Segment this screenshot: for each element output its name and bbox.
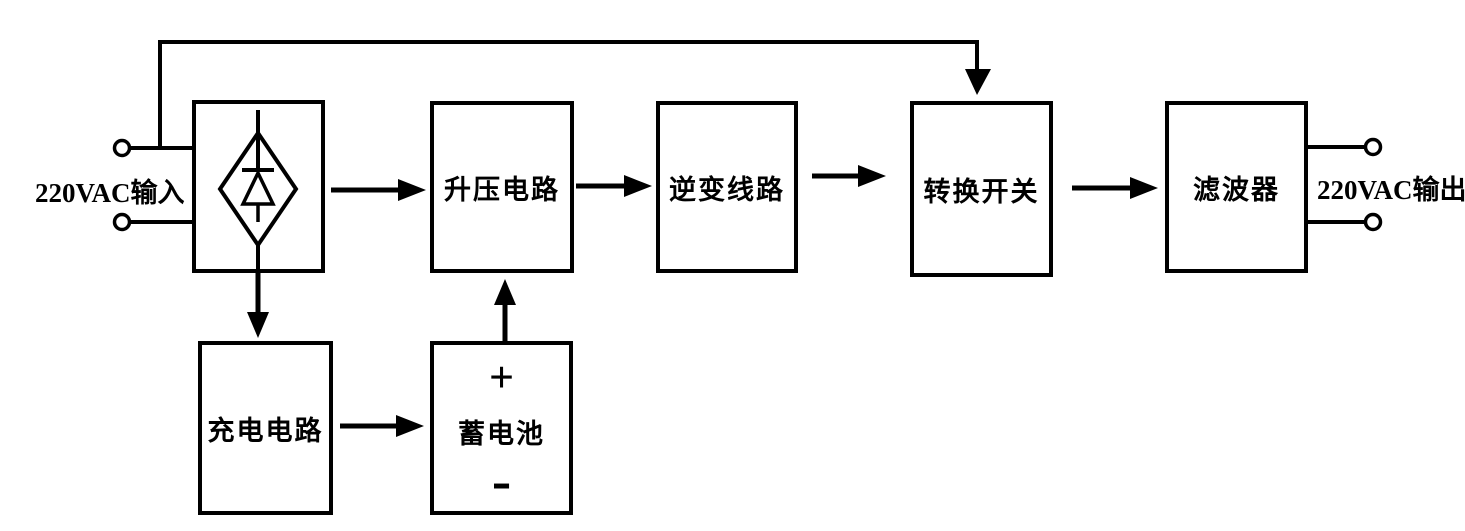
arrow-rectifier-to-charger (247, 272, 269, 338)
terminal-circle-icon (112, 212, 132, 232)
arrow-boost-to-inverter (576, 175, 652, 197)
block-label: 转换开关 (923, 176, 1040, 207)
arrow-inverter-to-switch (812, 165, 886, 187)
terminal-circle-icon (112, 138, 132, 158)
arrow-right-icon (396, 415, 424, 437)
block-battery: + 蓄电池 - (430, 341, 573, 515)
bypass-wire (158, 40, 991, 150)
input-label: 220VAC输入 (35, 178, 185, 208)
arrow-rectifier-to-boost (331, 179, 426, 201)
arrow-down-icon (247, 312, 269, 338)
block-boost-circuit: 升压电路 (430, 101, 574, 273)
output-label: 220VAC输出 (1317, 175, 1465, 205)
arrow-up-icon (494, 279, 516, 305)
terminal-circle-icon (1363, 137, 1383, 157)
arrow-down-icon (965, 69, 991, 95)
battery-negative-sign: - (491, 447, 512, 513)
arrow-right-icon (858, 165, 886, 187)
block-filter: 滤波器 (1165, 101, 1308, 273)
arrow-charger-to-battery (340, 415, 424, 437)
arrow-right-icon (624, 175, 652, 197)
block-label: 升压电路 (444, 174, 560, 205)
block-charger-circuit: 充电电路 (198, 341, 333, 515)
output-terminal-bottom (1308, 212, 1383, 232)
terminal-circle-icon (1363, 212, 1383, 232)
battery-positive-sign: + (488, 353, 515, 403)
arrow-battery-to-boost (494, 279, 516, 342)
block-label: 滤波器 (1193, 174, 1280, 205)
input-terminal-top (112, 138, 192, 158)
block-label: 蓄电池 (458, 418, 545, 449)
block-rectifier (192, 100, 325, 273)
block-label: 逆变线路 (669, 174, 785, 205)
block-inverter-circuit: 逆变线路 (656, 101, 798, 273)
block-transfer-switch: 转换开关 (910, 101, 1053, 277)
bridge-rectifier-diode-icon (217, 110, 299, 272)
arrow-right-icon (398, 179, 426, 201)
input-terminal-bottom (112, 212, 192, 232)
arrow-right-icon (1130, 177, 1158, 199)
block-label: 充电电路 (207, 415, 324, 446)
output-terminal-top (1308, 137, 1383, 157)
arrow-switch-to-filter (1072, 177, 1158, 199)
